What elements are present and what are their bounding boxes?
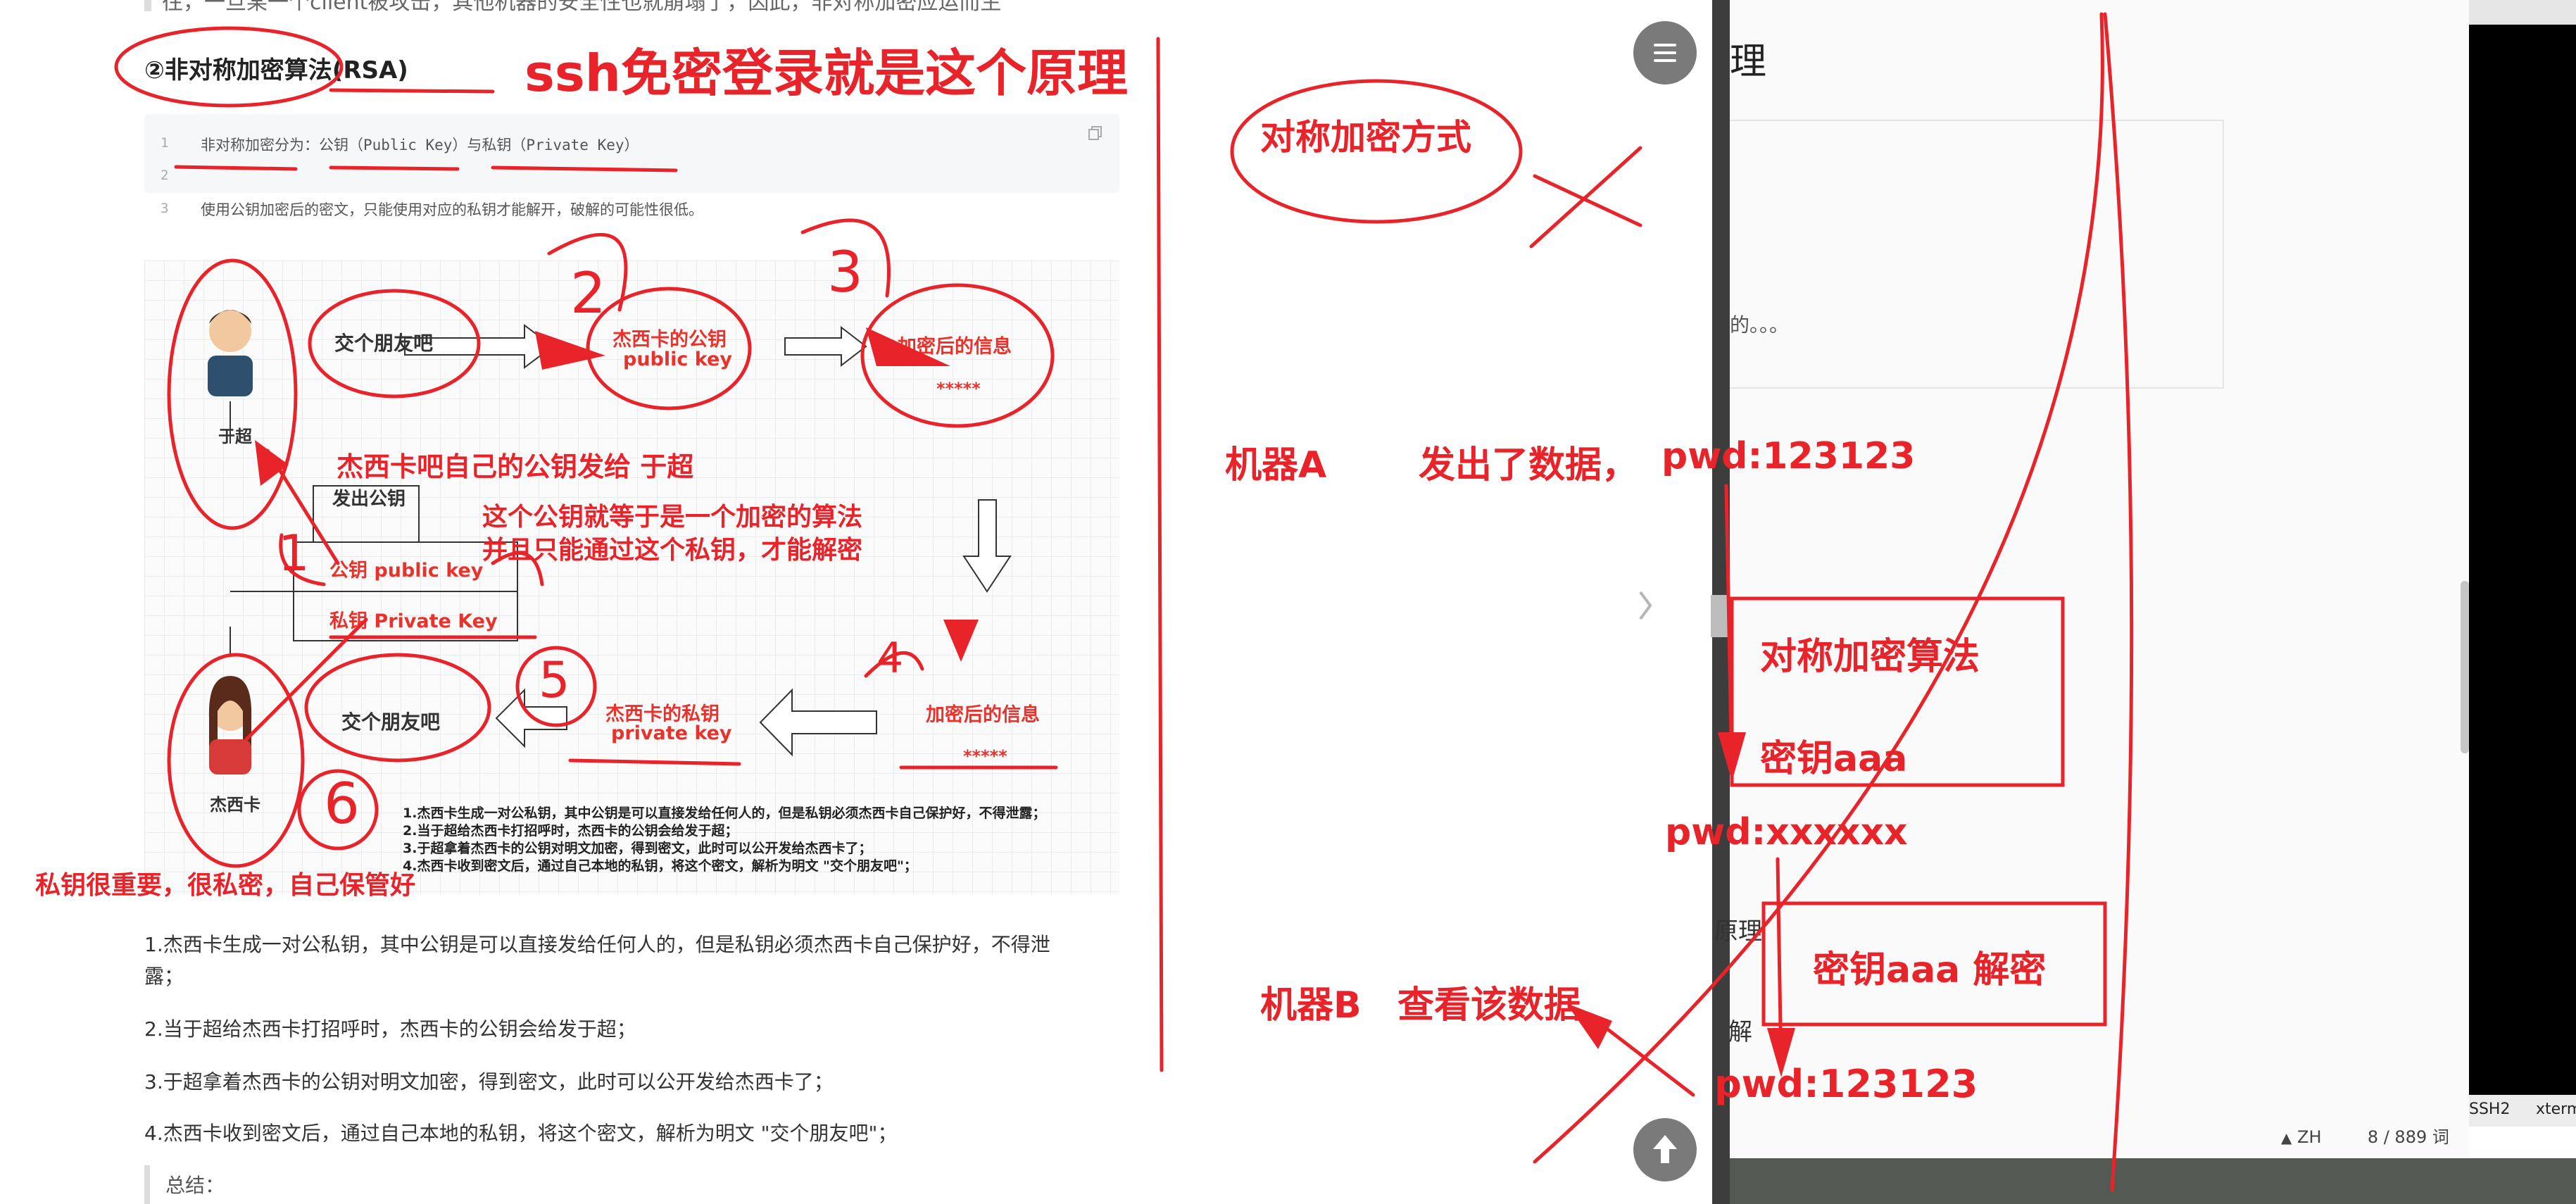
code-line-number: 1 (161, 135, 169, 151)
annotation-sent-data: 发出了数据， (1419, 444, 1639, 487)
send-pubkey-label: 发出公钥 (332, 489, 406, 510)
person-bottom-label: 杰西卡 (210, 795, 260, 815)
annotation-machine-b: 机器B (1260, 984, 1362, 1027)
paragraph: 1.杰西卡生成一对公私钥，其中公钥是可以直接发给任何人的，但是私钥必须杰西卡自己… (144, 933, 1050, 956)
annotation-step-number: 3 (827, 239, 863, 305)
annotation-key-aaa: 密钥aaa (1760, 738, 1908, 780)
menu-icon (1654, 44, 1676, 62)
privkey-node-line2: private key (611, 722, 732, 744)
tab-xterm[interactable]: xterm (2536, 1100, 2576, 1118)
code-line-number: 2 (161, 168, 169, 183)
right-text-fragment: 原理 (1714, 917, 1762, 946)
annotation-step-number: 4 (877, 634, 904, 683)
toc-menu-button[interactable] (1633, 21, 1697, 84)
quote-bar (144, 0, 151, 11)
code-line: 使用公钥加密后的密文，只能使用对应的私钥才能解开，破解的可能性很低。 (201, 201, 703, 218)
annotation-private-important: 私钥很重要，很私密，自己保管好 (35, 871, 416, 900)
annotation-step-number: 5 (539, 651, 570, 709)
word-count: 8 / 889 词 (2367, 1127, 2449, 1147)
annotation-step-number: 6 (324, 771, 360, 836)
right-text-fragment: 解 (1728, 1018, 1752, 1046)
paragraph: 露； (144, 965, 184, 988)
annotation-machine-a: 机器A (1225, 444, 1327, 487)
annotation-pwd-plain-bottom: pwd:123123 (1714, 1062, 1978, 1106)
annotation-pubkey-explain: 这个公钥就等于是一个加密的算法 (482, 503, 863, 532)
right-code-box (1730, 120, 2224, 389)
annotation-sym-algo: 对称加密算法 (1760, 636, 1980, 678)
privkey-node-line1: 杰西卡的私钥 (605, 703, 720, 725)
diagram-note: 4.杰西卡收到密文后，通过自己本地的私钥，将这个密文，解析为明文 "交个朋友吧"… (403, 858, 917, 874)
terminal-status-bar: SSH2 xterm (2469, 1095, 2576, 1127)
language-indicator[interactable]: ZH (2297, 1127, 2322, 1147)
code-block (144, 114, 1119, 193)
code-line: 非对称加密分为：公钥（Public Key）与私钥（Private Key） (201, 137, 639, 153)
paragraph: 4.杰西卡收到密文后，通过自己本地的私钥，将这个密文，解析为明文 "交个朋友吧"… (144, 1122, 898, 1145)
diagram-note: 2.当于超给杰西卡打招呼时，杰西卡的公钥会给发于超； (403, 823, 739, 839)
pubkey-node-line1: 杰西卡的公钥 (612, 329, 727, 351)
encrypted-bottom-stars: ***** (963, 746, 1007, 766)
annotation-step-number: 1 (278, 525, 310, 582)
section-title: ②非对称加密算法(RSA) (144, 56, 408, 84)
diagram-note: 3.于超拿着杰西卡的公钥对明文加密，得到密文，此时可以公开发给杰西卡了； (403, 841, 872, 856)
annotation-symmetric-way: 对称加密方式 (1260, 117, 1471, 158)
summary-label: 总结： (165, 1174, 225, 1197)
tab-ssh2[interactable]: SSH2 (2469, 1100, 2511, 1118)
annotation-pubkey-explain: 并且只能通过这个私钥，才能解密 (482, 536, 863, 565)
right-scrollbar[interactable] (2461, 581, 2469, 753)
annotation-ssh-title: ssh免密登录就是这个原理 (524, 44, 1128, 103)
status-bar: ▲ ZH 8 / 889 词 (2281, 1123, 2449, 1148)
warning-icon: ▲ (2281, 1129, 2292, 1146)
quote-bar (144, 1165, 150, 1204)
annotation-pwd-plain-top: pwd:123123 (1661, 435, 1916, 477)
annotation-jessica-sends: 杰西卡吧自己的公钥发给 于超 (337, 451, 694, 482)
right-box-fragment: 的。。。 (1730, 313, 1790, 337)
msg-bottom-node: 交个朋友吧 (341, 710, 441, 734)
annotation-pwd-cipher: pwd:xxxxxx (1665, 811, 1908, 853)
back-to-top-button[interactable] (1633, 1118, 1697, 1181)
bottom-dark-strip (1730, 1158, 2576, 1204)
person-top-label: 于超 (218, 427, 252, 446)
paragraph: 2.当于超给杰西卡打招呼时，杰西卡的公钥会给发于超； (144, 1017, 636, 1041)
pubkey-node-line2: public key (623, 349, 732, 370)
annotation-key-decrypt: 密钥aaa 解密 (1813, 949, 2047, 991)
paragraph: 3.于超拿着杰西卡的公钥对明文加密，得到密文，此时可以公开发给杰西卡了； (144, 1070, 834, 1093)
annotation-step-number: 2 (570, 261, 606, 326)
terminal-window[interactable] (2469, 25, 2576, 1127)
terminal-top-strip (2469, 0, 2576, 25)
code-line-number: 3 (161, 201, 169, 216)
annotation-view-data: 查看该数据 (1397, 984, 1581, 1027)
encrypted-bottom-node: 加密后的信息 (926, 704, 1040, 726)
diagram-note: 1.杰西卡生成一对公私钥，其中公钥是可以直接发给任何人的，但是私钥必须杰西卡自己… (403, 805, 1046, 821)
cut-paragraph: 往，一旦某一个client被攻击，其他机器的安全性也就崩塌了，因此，非对称加密应… (162, 0, 1002, 15)
encrypted-top-stars: ***** (936, 379, 981, 399)
msg-top-node: 交个朋友吧 (334, 332, 434, 355)
right-title-fragment: 理 (1730, 41, 1767, 83)
copy-icon[interactable] (1088, 125, 1103, 141)
chevron-right-icon[interactable] (1635, 588, 1656, 623)
pubkey-label: 公钥 public key (329, 560, 484, 582)
arrow-up-icon (1653, 1135, 1677, 1163)
